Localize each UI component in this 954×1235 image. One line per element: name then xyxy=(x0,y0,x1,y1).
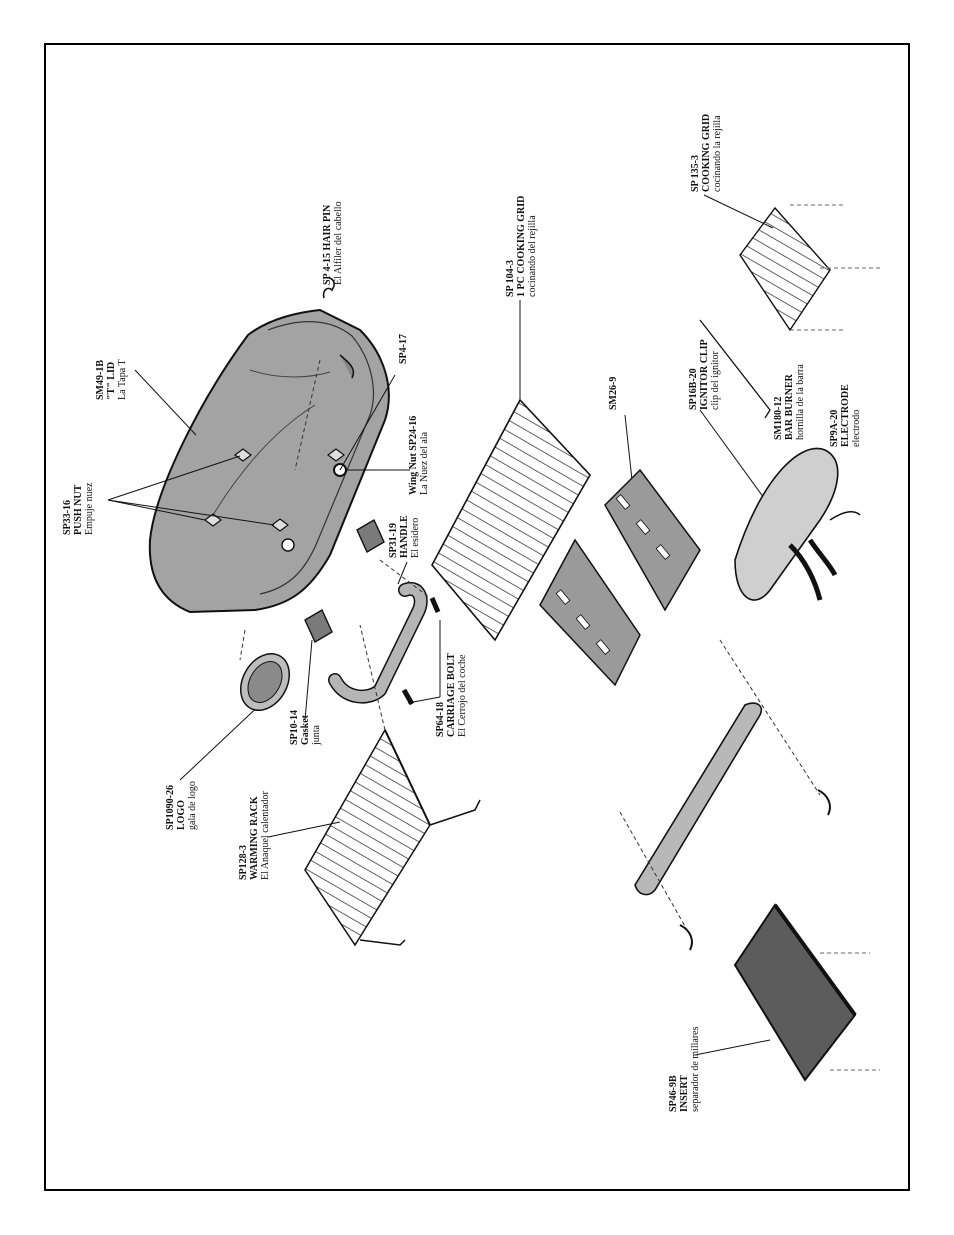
label-lid: SM49-1B "T" LID La Tapa T xyxy=(95,359,128,400)
label-push-nut: SP33-16 PUSH NUT Empuje nuez xyxy=(62,482,95,535)
logo-part xyxy=(239,629,290,711)
push-nut-part xyxy=(107,448,347,552)
bar-burner-part xyxy=(734,447,861,601)
carriage-bolt-part xyxy=(379,559,441,706)
label-insert: SP46-9B INSERT separador de millares xyxy=(668,1026,701,1112)
label-1pc-cooking-grid: SP 104-3 1 PC COOKING GRID cocinando del… xyxy=(505,195,538,297)
label-hairpin: SP 4-15 HAIR PIN El Alfiler del cabello xyxy=(322,201,344,285)
flavor-plate-part xyxy=(539,468,701,687)
label-handle: SP31-19 HANDLE El esidero xyxy=(388,515,421,558)
gasket-part xyxy=(304,519,385,643)
cooking-grid-part xyxy=(739,204,880,332)
warming-rack-part xyxy=(304,624,481,947)
insert-part xyxy=(733,903,880,1082)
label-cooking-grid: SP 135-3 COOKING GRID cocinando la rejil… xyxy=(690,113,723,192)
label-sm26-9: SM26-9 xyxy=(608,376,619,410)
cooking-grid-1pc-part xyxy=(431,398,591,642)
label-carriage-bolt: SP64-18 CARRIAGE BOLT El Cerrojo del coc… xyxy=(435,653,468,737)
heat-shield-part xyxy=(619,639,831,951)
label-ignitor-clip: SP16B-20 IGNITOR CLIP clip del ignitor xyxy=(688,339,721,410)
label-sp4-17: SP4-17 xyxy=(398,334,409,364)
label-wing-nut: Wing Nut SP24-16 La Nuez del ala xyxy=(408,415,430,495)
label-bar-burner: SM180-12 BAR BURNER hornilla de la barra xyxy=(773,364,806,440)
label-electrode: SP9A-20 ELECTRODE electrodo xyxy=(829,384,862,447)
lid-part xyxy=(148,308,390,614)
label-warming-rack: SP128-3 WARMING RACK El Anaquel calentad… xyxy=(238,791,271,880)
label-logo: SP1090-26 LOGO gala de logo xyxy=(165,781,198,830)
handle-part xyxy=(328,581,428,704)
hairpin-part xyxy=(322,277,335,299)
label-gasket: SP10-14 Gasket junta xyxy=(289,710,322,745)
diagram-border xyxy=(44,43,910,1191)
leader-lines xyxy=(134,194,781,1056)
ignitor-clip-part xyxy=(699,319,771,419)
